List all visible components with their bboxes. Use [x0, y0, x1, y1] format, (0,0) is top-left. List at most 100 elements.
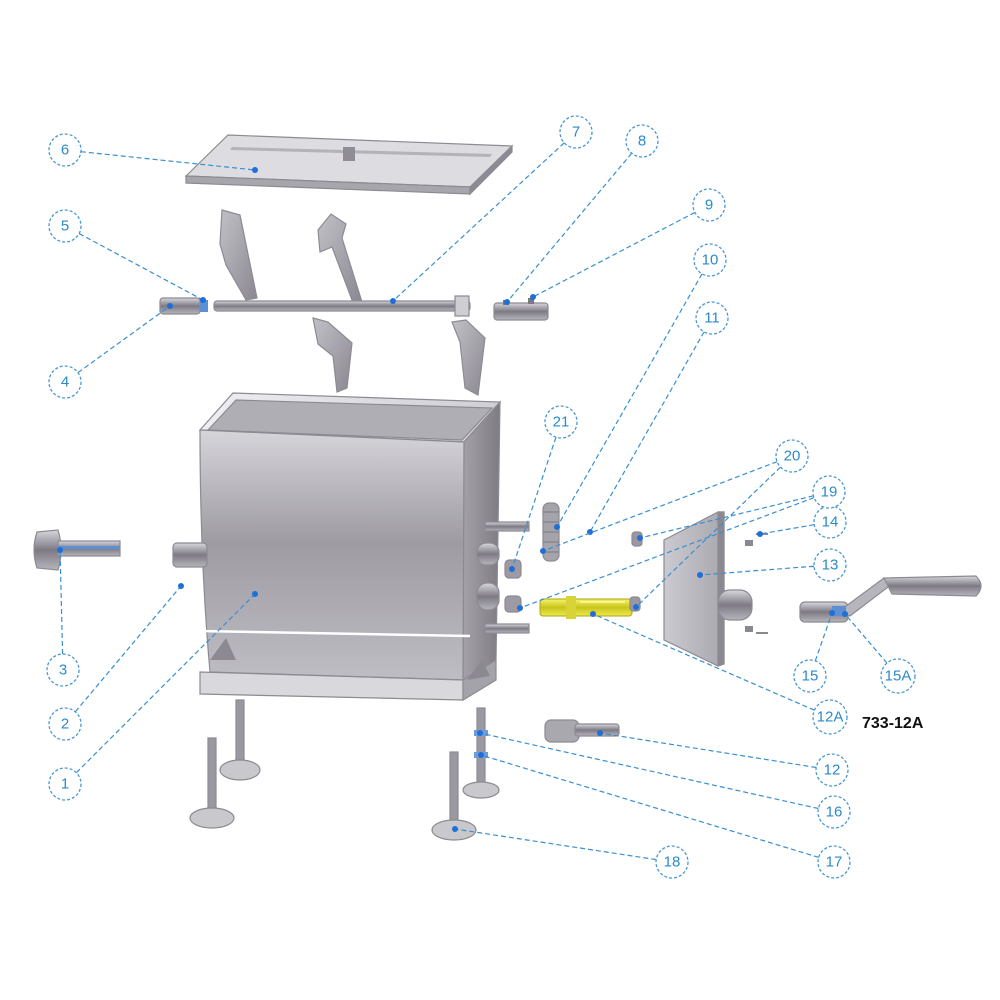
callout-circle — [625, 124, 659, 158]
leader-19-dot — [517, 605, 523, 611]
leader-extra-20-1 — [635, 466, 781, 608]
leader-6-dot — [252, 167, 258, 173]
leader-5 — [78, 233, 204, 301]
callout-number: 17 — [826, 854, 843, 871]
hopper-body-part — [198, 392, 502, 702]
callout-circle — [812, 699, 848, 735]
callout-circle — [48, 365, 82, 399]
leader-13 — [699, 565, 815, 576]
callout-number: 18 — [664, 854, 681, 871]
legs-part — [189, 699, 500, 841]
callout-number: 12A — [817, 709, 844, 726]
leader-4 — [77, 305, 171, 374]
callout-circle — [813, 505, 847, 539]
callout-circle — [48, 209, 82, 243]
callout-circle — [695, 301, 729, 335]
callout-number: 19 — [821, 484, 838, 501]
callout-1: 1 — [48, 767, 82, 801]
callout-circle — [692, 188, 726, 222]
callout-number: 4 — [61, 374, 69, 391]
callout-number: 10 — [702, 252, 719, 269]
leader-8 — [506, 152, 633, 303]
callout-19: 19 — [812, 475, 846, 509]
leader-2-dot — [178, 583, 184, 589]
callout-15: 15 — [793, 659, 827, 693]
leader-18 — [454, 828, 657, 861]
callout-number: 13 — [822, 557, 839, 574]
callout-6: 6 — [48, 133, 82, 167]
callout-20: 20 — [775, 439, 809, 473]
drive-shaft-12a-part — [539, 596, 633, 619]
callout-number: 9 — [705, 197, 713, 214]
callout-circle — [813, 548, 847, 582]
leader-17 — [480, 754, 819, 858]
callout-10: 10 — [693, 243, 727, 277]
callout-number: 12 — [824, 762, 841, 779]
leader-20-dot — [540, 548, 546, 554]
callout-circle — [812, 475, 846, 509]
callout-14: 14 — [813, 505, 847, 539]
leader-8-dot — [504, 299, 510, 305]
leader-12 — [599, 732, 817, 769]
callout-circle — [655, 845, 689, 879]
callout-circle — [48, 133, 82, 167]
leader-17-dot — [478, 752, 484, 758]
leader-1-dot — [252, 591, 258, 597]
callout-number: 8 — [638, 133, 646, 150]
part-reference-label: 733-12A — [862, 715, 924, 732]
callout-circle — [817, 795, 851, 829]
callout-number: 2 — [61, 716, 69, 733]
callout-15a: 15A — [880, 658, 916, 694]
callout-18: 18 — [655, 845, 689, 879]
leader-21 — [511, 436, 557, 570]
callout-number: 15A — [885, 668, 912, 685]
callout-circle — [559, 115, 593, 149]
leader-14 — [759, 524, 815, 535]
gear-cover-part — [663, 511, 753, 667]
callout-number: 3 — [59, 662, 67, 679]
leader-16-dot — [477, 730, 483, 736]
callout-circle — [48, 707, 82, 741]
callout-4: 4 — [48, 365, 82, 399]
callout-13: 13 — [813, 548, 847, 582]
right-bearing-part — [493, 298, 549, 321]
leader-7-dot — [390, 298, 396, 304]
callout-number: 6 — [61, 142, 69, 159]
callout-7: 7 — [559, 115, 593, 149]
callout-8: 8 — [625, 124, 659, 158]
callout-number: 21 — [553, 414, 570, 431]
callout-circle — [48, 767, 82, 801]
leader-15-dot — [829, 610, 835, 616]
left-bearing-part — [159, 297, 208, 315]
leader-15a — [844, 613, 888, 664]
leader-19 — [519, 497, 815, 609]
lid-part — [184, 134, 514, 196]
leader-15a-dot — [842, 611, 848, 617]
leader-15 — [814, 612, 833, 662]
callout-circle — [693, 243, 727, 277]
leader-10-dot — [554, 524, 560, 530]
callout-number: 1 — [61, 776, 69, 793]
callout-2: 2 — [48, 707, 82, 741]
callout-12a: 12A — [812, 699, 848, 735]
pinion-shaft-part — [544, 719, 620, 743]
leader-3 — [59, 549, 64, 655]
leader-9 — [532, 211, 696, 298]
callout-16: 16 — [817, 795, 851, 829]
leader-4-dot — [167, 303, 173, 309]
leader-1 — [75, 593, 256, 774]
leader-7 — [392, 142, 565, 302]
callout-17: 17 — [817, 845, 851, 879]
leader-18-dot — [452, 826, 458, 832]
gear-part — [542, 502, 560, 562]
callout-circle — [46, 653, 80, 687]
leader-16 — [479, 732, 819, 810]
leader-3-dot — [57, 547, 63, 553]
leader-extra-19-0 — [639, 495, 814, 539]
leader-12-dot — [597, 730, 603, 736]
leader-extra-20-1-dot — [633, 604, 639, 610]
callout-12: 12 — [815, 753, 849, 787]
leader-lines — [57, 142, 888, 861]
